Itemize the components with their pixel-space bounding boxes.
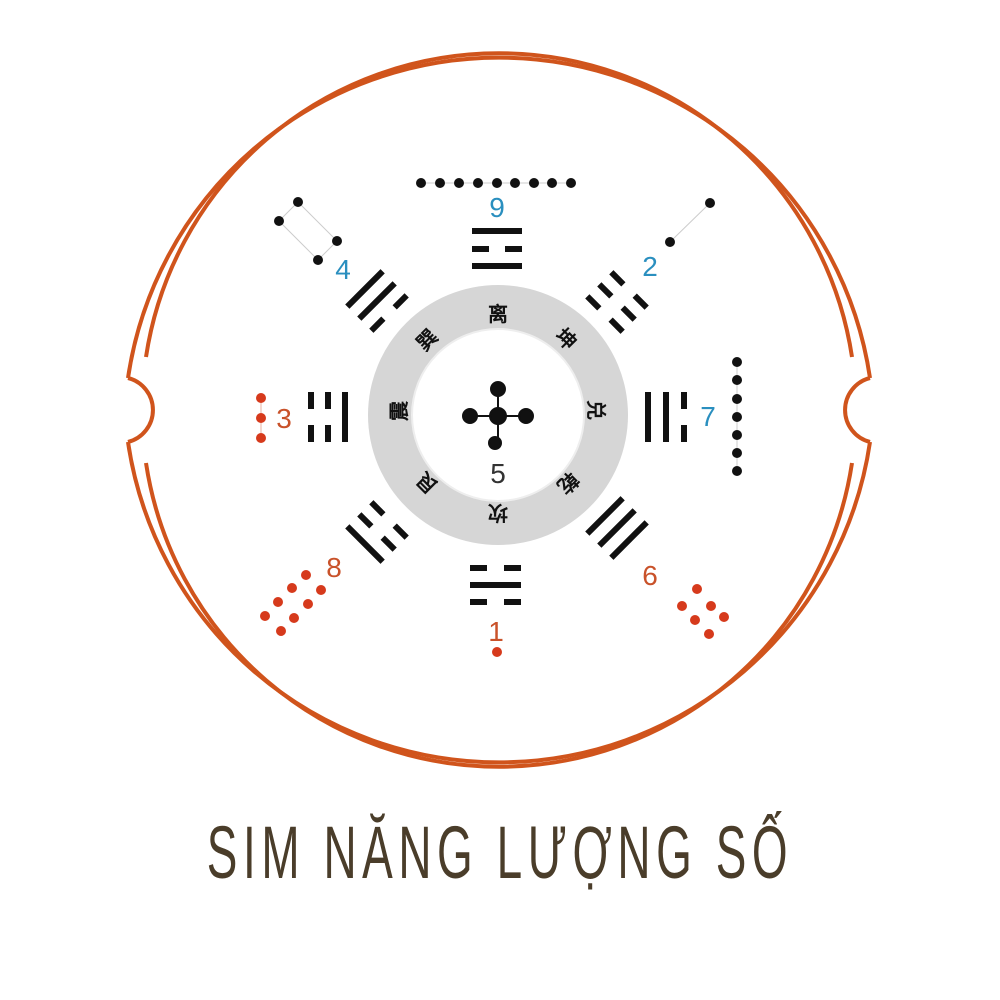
number-6: 6 <box>642 560 658 591</box>
char-dui: 兑 <box>584 400 608 420</box>
trigram-xun-icon <box>345 269 409 333</box>
bottom-right-six-dots <box>677 584 729 639</box>
trigram-gen-icon <box>345 500 409 564</box>
number-9: 9 <box>489 192 505 223</box>
trigram-dui-icon <box>645 392 687 442</box>
top-left-four-dots <box>274 197 342 265</box>
char-zhen: 震 <box>387 400 411 421</box>
outer-ring <box>126 51 872 769</box>
bottom-one-dot <box>492 647 502 657</box>
char-li: 离 <box>488 302 508 326</box>
trigram-li-icon <box>472 228 522 269</box>
number-3: 3 <box>276 403 292 434</box>
trigram-kun-icon <box>585 270 649 334</box>
trigram-kan-icon <box>470 565 521 605</box>
number-8: 8 <box>326 552 342 583</box>
brand-title: SIM NĂNG LƯỢNG SỐ <box>206 811 794 894</box>
right-seven-dots <box>732 357 742 476</box>
top-nine-dots <box>416 178 576 188</box>
bottom-left-eight-dots <box>260 570 326 636</box>
left-three-dots <box>256 393 266 443</box>
number-4: 4 <box>335 254 351 285</box>
center-number: 5 <box>490 458 506 489</box>
number-1: 1 <box>488 616 504 647</box>
char-kan: 坎 <box>487 501 508 525</box>
trigram-zhen-icon <box>308 392 348 442</box>
number-7: 7 <box>700 401 716 432</box>
trigram-qian-icon <box>585 496 649 560</box>
number-2: 2 <box>642 251 658 282</box>
center-five-dots <box>462 381 534 450</box>
top-right-two-dots <box>665 198 715 247</box>
